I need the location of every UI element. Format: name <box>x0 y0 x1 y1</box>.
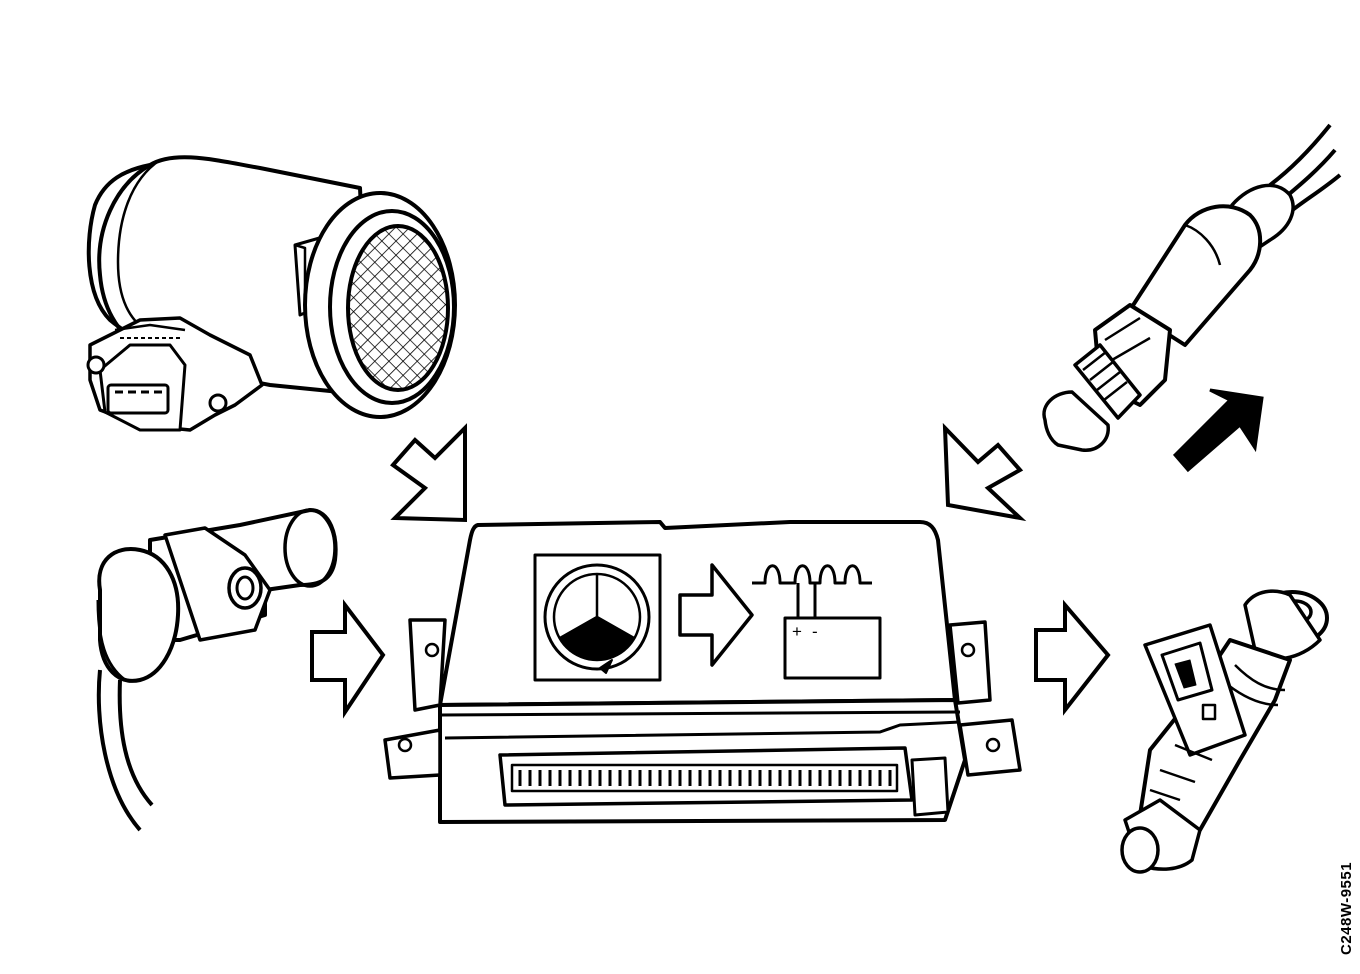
battery-icon <box>783 616 882 680</box>
mass-air-flow-sensor <box>86 155 457 432</box>
intake-mesh-icon <box>346 224 450 392</box>
input-arrow-oxygen-icon <box>942 422 1027 522</box>
figure-code: C248W-9551 <box>1338 861 1355 955</box>
exhaust-gas-arrow-icon <box>1172 388 1264 473</box>
fuel-injector <box>1120 589 1329 874</box>
input-arrow-crank-icon <box>310 599 386 719</box>
crankshaft-position-sensor <box>96 508 338 832</box>
oxygen-sensor <box>1042 123 1342 452</box>
battery-plus-label: + <box>792 622 802 641</box>
input-arrow-airflow-icon <box>390 423 467 523</box>
battery-minus-label: - <box>812 622 818 641</box>
output-arrow-injector-icon <box>1034 599 1111 716</box>
engine-control-module: + - <box>383 520 1022 824</box>
